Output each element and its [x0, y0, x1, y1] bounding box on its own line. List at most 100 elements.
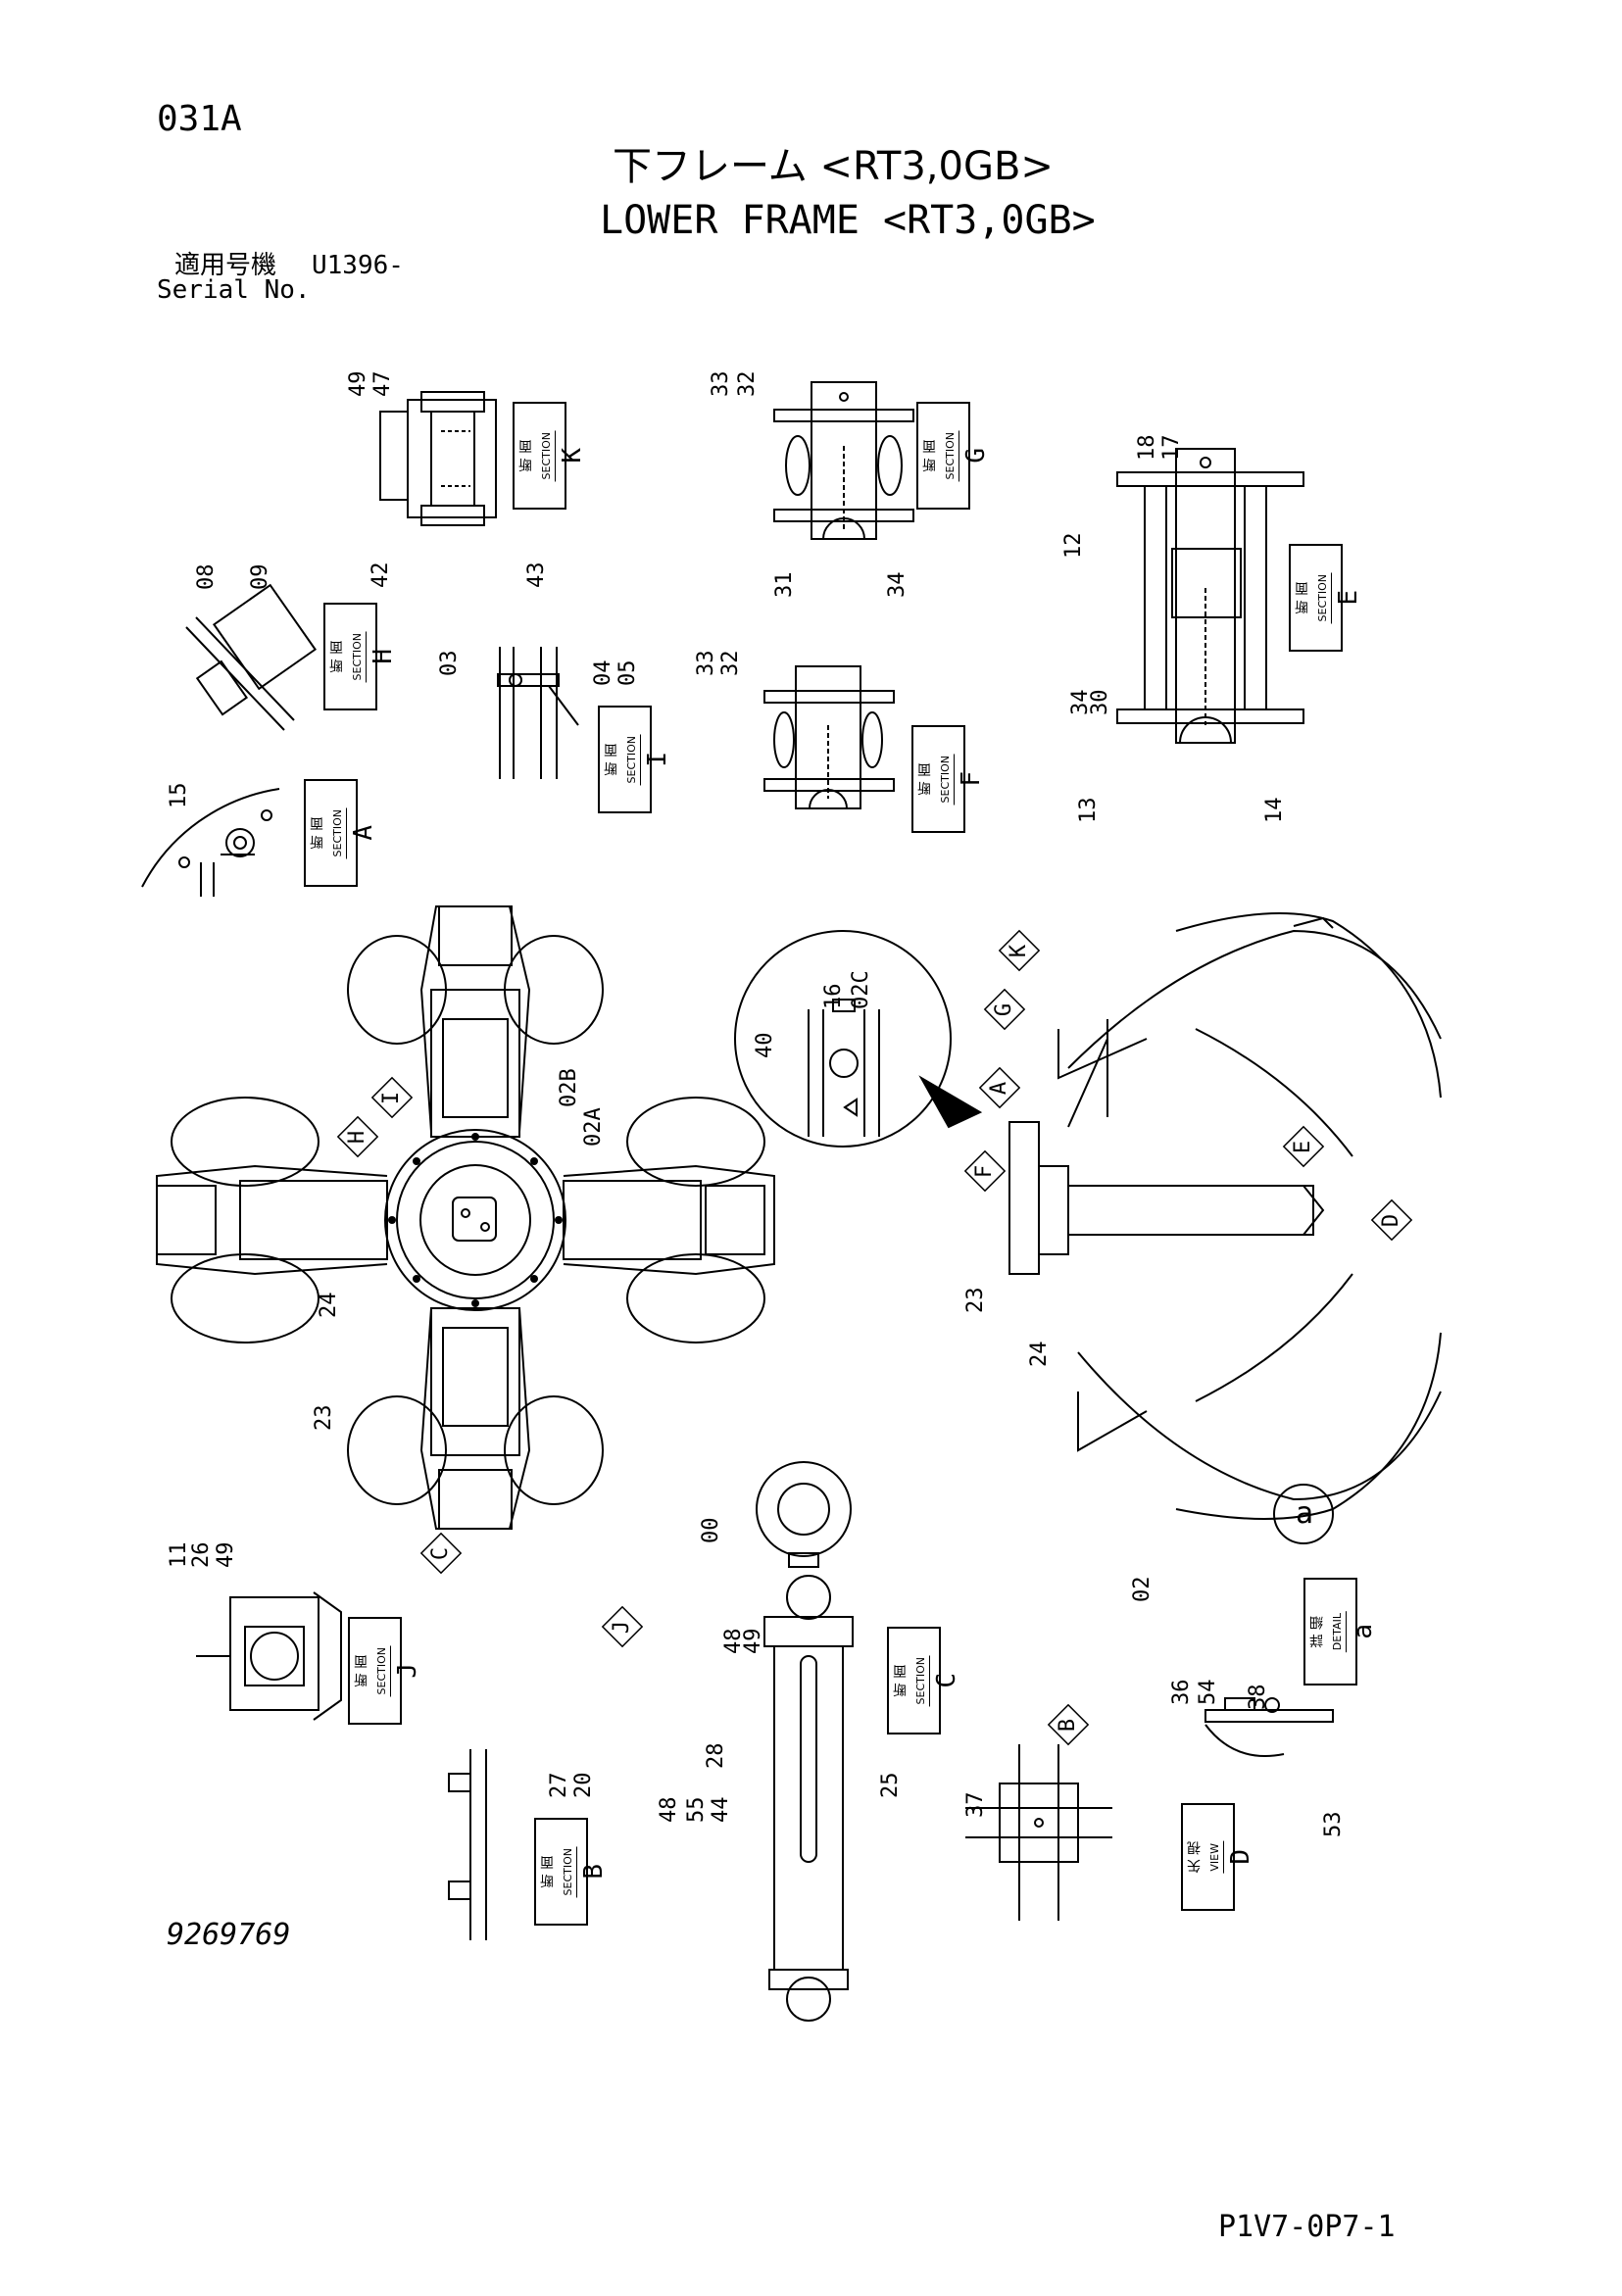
- section-label-en: SECTION: [912, 1654, 930, 1707]
- part-number-callout: 02C: [849, 970, 873, 1009]
- part-number-callout: 42: [369, 562, 393, 589]
- view-arrow-d: D: [1372, 1200, 1411, 1240]
- view-arrow-letter: A: [987, 1081, 1012, 1095]
- part-number-callout: 15: [167, 782, 191, 809]
- part-number-callout: 18: [1135, 434, 1159, 462]
- detail-view-d: [965, 1744, 1112, 1921]
- view-arrow-letter: K: [1007, 944, 1032, 957]
- section-label-en: SECTION: [373, 1644, 391, 1697]
- part-number-callout: 16: [821, 983, 846, 1010]
- part-number-callout: 26: [189, 1541, 214, 1569]
- view-arrow-h: H: [338, 1117, 377, 1156]
- section-label-letter: I: [643, 752, 672, 767]
- part-number-callout: 44: [709, 1796, 733, 1824]
- section-label-letter: G: [961, 448, 991, 464]
- view-arrow-e: E: [1284, 1127, 1323, 1166]
- section-label-letter: A: [349, 825, 378, 841]
- view-arrow-letter: C: [428, 1546, 454, 1560]
- part-26-flange: [756, 1461, 852, 1568]
- view-arrow-letter: F: [972, 1164, 998, 1178]
- section-label-jp: 断 面: [518, 439, 534, 472]
- section-label-letter: K: [558, 448, 587, 464]
- detail-section-h: [185, 583, 318, 731]
- part-number-callout: 49: [346, 370, 370, 398]
- detail-section-f: [763, 665, 895, 809]
- section-label-en: SECTION: [349, 630, 367, 683]
- section-label-jp: 断 面: [329, 640, 345, 673]
- part-number-callout: 23: [963, 1287, 988, 1314]
- part-number-callout: 37: [963, 1791, 988, 1819]
- part-number-callout: 36: [1169, 1679, 1194, 1706]
- section-label-letter: D: [1226, 1849, 1255, 1865]
- part-number-callout: 30: [1088, 689, 1112, 716]
- detail-a-marker: a: [1296, 1496, 1314, 1531]
- part-number-callout: 49: [214, 1541, 238, 1569]
- section-label-en: SECTION: [1314, 571, 1332, 624]
- section-label-en: SECTION: [942, 429, 959, 482]
- section-label-jp: 断 面: [917, 762, 933, 796]
- section-label-jp: 詳 細: [1309, 1615, 1325, 1648]
- serial-label-english: Serial No.: [157, 275, 311, 305]
- view-arrow-letter: G: [992, 1002, 1017, 1016]
- section-label-en: SECTION: [560, 1845, 577, 1898]
- part-number-callout: 33: [694, 650, 718, 677]
- part-number-callout: 23: [312, 1404, 336, 1432]
- detail-section-c: [763, 1575, 854, 2022]
- detail-a: [1204, 1697, 1334, 1757]
- title-english: LOWER FRAME <RT3,0GB>: [600, 198, 1096, 243]
- part-number-callout: 03: [437, 650, 462, 677]
- view-arrow-c: C: [421, 1534, 461, 1573]
- view-arrow-a: A: [980, 1068, 1019, 1107]
- section-label-jp: 断 面: [310, 816, 325, 850]
- part-number-callout: 08: [194, 563, 219, 591]
- view-arrow-g: G: [985, 990, 1024, 1029]
- part-number-callout: 40: [753, 1032, 777, 1059]
- detail-section-g: [773, 381, 914, 540]
- part-number-callout: 04: [591, 659, 615, 687]
- part-number-callout: 49: [741, 1628, 765, 1655]
- sheet-code: P1V7-0P7-1: [1218, 2210, 1396, 2244]
- view-arrow-k: K: [1000, 931, 1039, 970]
- section-label-en: SECTION: [329, 806, 347, 859]
- section-label-en: SECTION: [538, 429, 556, 482]
- part-number-callout: 09: [248, 563, 272, 591]
- part-number-callout: 43: [524, 562, 549, 589]
- part-number-callout: 31: [772, 571, 797, 599]
- part-number-callout: 34: [885, 571, 909, 599]
- part-number-callout: 55: [684, 1796, 709, 1824]
- section-label-en: SECTION: [623, 733, 641, 786]
- serial-label-japanese: 適用号機: [174, 251, 277, 280]
- section-label-jp: 断 面: [922, 439, 938, 472]
- section-label-letter: E: [1334, 590, 1363, 606]
- part-number-callout: 27: [547, 1772, 571, 1799]
- section-label-letter: C: [932, 1673, 961, 1688]
- part-number-callout: 28: [704, 1742, 728, 1770]
- part-number-callout: 47: [370, 370, 395, 398]
- detail-section-k: [379, 391, 497, 526]
- main-assembly-grapple: [1008, 912, 1442, 1544]
- view-arrow-j: J: [603, 1607, 642, 1646]
- view-arrow-letter: D: [1379, 1213, 1404, 1227]
- section-label-letter: a: [1349, 1624, 1378, 1639]
- part-number-callout: 32: [718, 650, 743, 677]
- section-label-jp: 断 面: [540, 1855, 556, 1888]
- section-label-letter: H: [369, 649, 398, 664]
- part-number-callout: 48: [657, 1796, 681, 1824]
- part-number-callout: 17: [1159, 434, 1184, 462]
- main-assembly-lower-frame: [156, 905, 775, 1530]
- part-number-callout: 33: [709, 370, 733, 398]
- part-number-callout: 02A: [581, 1107, 606, 1147]
- part-number-callout: 02B: [557, 1068, 581, 1107]
- detail-section-a: [141, 788, 280, 897]
